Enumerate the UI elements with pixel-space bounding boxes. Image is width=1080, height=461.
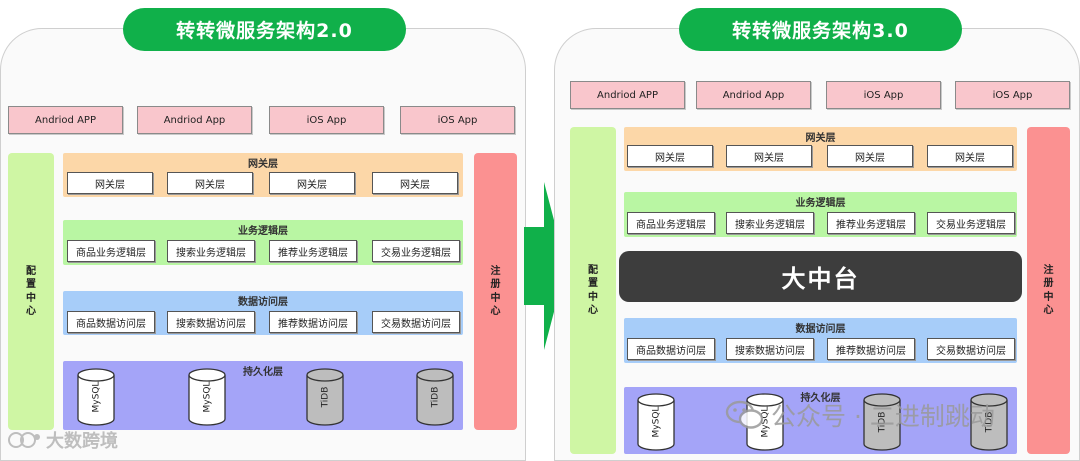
gateway-box: 网关层 <box>269 172 355 194</box>
business-layer-title: 业务逻辑层 <box>795 198 846 209</box>
data-access-box: 商品数据访问层 <box>627 338 715 360</box>
watermark-logo-icon <box>8 432 40 448</box>
evolution-arrow-icon <box>524 182 566 350</box>
config-center: 配置中心 <box>570 127 616 454</box>
data-access-box: 交易数据访问层 <box>927 338 1015 360</box>
data-access-layer-title: 数据访问层 <box>238 297 288 308</box>
right-watermark: 公众号 · 二进制跳动 <box>725 397 995 433</box>
business-logic-layer: 业务逻辑层 商品业务逻辑层 搜索业务逻辑层 推荐业务逻辑层 交易业务逻辑层 <box>624 192 1017 237</box>
app-box: Andriod App <box>696 81 811 109</box>
registry-center-label: 注册中心 <box>1043 264 1054 317</box>
db-label: TiDB <box>319 386 330 408</box>
business-logic-layer: 业务逻辑层 商品业务逻辑层 搜索业务逻辑层 推荐业务逻辑层 交易业务逻辑层 <box>63 220 463 265</box>
business-box: 推荐业务逻辑层 <box>269 240 357 262</box>
tidb-database-icon: TiDB <box>415 368 455 426</box>
app-box: iOS App <box>400 106 515 134</box>
gateway-box: 网关层 <box>827 145 913 167</box>
mysql-database-icon: MySQL <box>636 393 676 451</box>
registry-center-label: 注册中心 <box>490 265 501 318</box>
persistence-layer-title: 持久化层 <box>800 393 841 404</box>
wechat-icon <box>725 400 764 429</box>
business-box: 搜索业务逻辑层 <box>167 240 255 262</box>
registry-center: 注册中心 <box>474 153 517 430</box>
gateway-box: 网关层 <box>927 145 1013 167</box>
business-box: 交易业务逻辑层 <box>372 240 460 262</box>
app-box: Andriod APP <box>8 106 123 134</box>
db-label: MySQL <box>91 381 101 413</box>
business-box: 商品业务逻辑层 <box>627 212 715 234</box>
data-access-layer: 数据访问层 商品数据访问层 搜索数据访问层 推荐数据访问层 交易数据访问层 <box>624 318 1017 363</box>
db-label: TiDB <box>429 386 440 408</box>
business-box: 交易业务逻辑层 <box>927 212 1015 234</box>
data-access-layer-title: 数据访问层 <box>795 324 846 335</box>
app-box: iOS App <box>826 81 941 109</box>
middle-platform-block: 大中台 <box>619 251 1022 302</box>
mysql-database-icon: MySQL <box>187 368 227 426</box>
left-watermark-text: 大数跨境 <box>46 431 118 452</box>
right-panel-title: 转转微服务架构3.0 <box>679 8 962 51</box>
app-box: Andriod APP <box>570 81 685 109</box>
data-access-box: 搜索数据访问层 <box>167 311 255 333</box>
persistence-layer-title: 持久化层 <box>243 367 283 378</box>
business-box: 商品业务逻辑层 <box>67 240 155 262</box>
data-access-box: 推荐数据访问层 <box>827 338 915 360</box>
gateway-layer-title: 网关层 <box>248 159 278 170</box>
data-access-box: 交易数据访问层 <box>372 311 460 333</box>
right-watermark-text: 公众号 · 二进制跳动 <box>771 402 995 431</box>
config-center-label: 配置中心 <box>588 264 598 317</box>
gateway-box: 网关层 <box>726 145 812 167</box>
data-access-layer: 数据访问层 商品数据访问层 搜索数据访问层 推荐数据访问层 交易数据访问层 <box>63 291 463 335</box>
db-label: MySQL <box>651 406 661 438</box>
business-box: 搜索业务逻辑层 <box>726 212 814 234</box>
db-label: MySQL <box>202 381 212 413</box>
left-panel-title: 转转微服务架构2.0 <box>123 8 406 51</box>
config-center-label: 配置中心 <box>26 265 36 318</box>
tidb-database-icon: TiDB <box>305 368 345 426</box>
business-layer-title: 业务逻辑层 <box>238 226 288 237</box>
tidb-database-icon: TiDB <box>862 393 902 451</box>
tidb-database-icon: TiDB <box>969 393 1009 451</box>
gateway-layer: 网关层 网关层 网关层 网关层 网关层 <box>624 127 1017 171</box>
gateway-layer-title: 网关层 <box>805 133 836 144</box>
gateway-layer: 网关层 网关层 网关层 网关层 网关层 <box>63 153 463 197</box>
business-box: 推荐业务逻辑层 <box>827 212 915 234</box>
gateway-box: 网关层 <box>627 145 713 167</box>
gateway-box: 网关层 <box>67 172 153 194</box>
config-center: 配置中心 <box>8 153 54 430</box>
data-access-box: 搜索数据访问层 <box>726 338 814 360</box>
mysql-database-icon: MySQL <box>76 368 116 426</box>
app-box: Andriod App <box>137 106 252 134</box>
app-box: iOS App <box>955 81 1070 109</box>
gateway-box: 网关层 <box>167 172 253 194</box>
left-watermark: 大数跨境 <box>8 427 118 453</box>
data-access-box: 商品数据访问层 <box>67 311 155 333</box>
persistence-layer: 持久化层 MySQL MySQL TiDB TiDB <box>63 361 463 430</box>
gateway-box: 网关层 <box>372 172 458 194</box>
data-access-box: 推荐数据访问层 <box>269 311 357 333</box>
registry-center: 注册中心 <box>1027 127 1070 454</box>
app-box: iOS App <box>269 106 384 134</box>
